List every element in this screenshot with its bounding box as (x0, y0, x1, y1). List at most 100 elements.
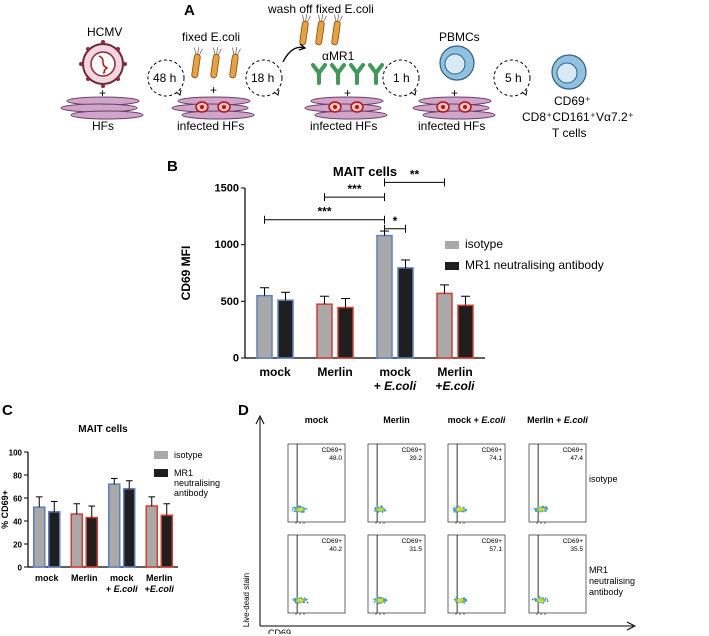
flow-event-dot (377, 596, 379, 598)
washed-ecoli-icon (297, 13, 344, 46)
flow-event-dot (539, 600, 542, 602)
flow-event-dot (380, 505, 383, 507)
flow-event-dot (539, 507, 541, 509)
flow-event-dot (380, 601, 382, 604)
category-label: mock (259, 365, 291, 379)
legend-label: isotype (174, 450, 203, 460)
time-48h-label: 48 h (153, 71, 177, 85)
antibody-icon (311, 63, 384, 85)
flow-event-dot (376, 511, 378, 513)
pbmc-icon (439, 45, 475, 81)
flow-event-dot (455, 510, 458, 512)
flow-event-dot (304, 507, 306, 510)
flow-event-dot (383, 510, 386, 512)
flow-event-dot (541, 510, 543, 512)
flow-event-dot (299, 509, 301, 512)
flow-event-dot (545, 506, 547, 508)
flow-event-dot (458, 507, 460, 509)
gate-label: CD69+ (482, 538, 503, 545)
arrow-head-icon (255, 414, 265, 425)
infected-hfs-label: infected HFs (177, 119, 245, 133)
column-title: mock (305, 415, 330, 425)
flow-event-dot (296, 598, 298, 600)
flow-event-dot (377, 597, 379, 599)
flow-event-dot (458, 508, 460, 510)
flow-event-dot (457, 509, 459, 511)
flow-event-dot (294, 599, 296, 602)
flow-event-dot (297, 598, 300, 600)
flow-event-dot (461, 599, 463, 601)
flow-event-dot (460, 598, 462, 600)
flow-event-dot (383, 598, 385, 600)
flow-event-dot (374, 598, 377, 601)
flow-event-dot (379, 597, 382, 600)
isotype-bar (436, 292, 453, 359)
flow-event-dot (378, 506, 380, 509)
flow-event-dot (298, 509, 300, 511)
flow-event-dot (299, 598, 301, 600)
flow-event-dot (302, 507, 304, 509)
flow-event-dot (374, 598, 377, 600)
flow-event-dot (538, 598, 540, 600)
flow-event-dot (537, 508, 539, 511)
flow-event-dot (456, 509, 459, 511)
panel-d-letter: D (238, 402, 249, 419)
panel-c-letter: C (2, 402, 13, 419)
category-label: +E.coli (435, 379, 475, 393)
flow-event-dot (547, 600, 549, 602)
flow-event-dot (539, 510, 541, 513)
flow-event-dot (381, 507, 383, 509)
flow-event-dot (385, 598, 387, 600)
flow-event-dot (542, 597, 544, 599)
mr1-bar (457, 304, 474, 359)
flow-event-dot (541, 507, 544, 509)
flow-event-dot (455, 506, 457, 508)
flow-event-dot (302, 600, 304, 602)
legend-label: antibody (174, 488, 209, 498)
flow-event-dot (459, 599, 461, 601)
mr1-bar (337, 306, 354, 359)
flow-event-dot (380, 597, 382, 599)
flow-event-dot (376, 598, 378, 600)
hcmv-label: HCMV (87, 25, 123, 39)
mr1-bar (160, 514, 173, 568)
cd69-percent-value: 35.5 (570, 546, 583, 553)
flow-event-dot (458, 509, 460, 512)
flow-event-dot (545, 507, 548, 509)
flow-event-dot (541, 598, 543, 600)
flow-event-dot (546, 508, 548, 510)
flow-event-dot (381, 510, 384, 512)
infected-hf-icon (304, 96, 388, 120)
y-tick-label: 1500 (215, 183, 239, 195)
column-title: mock + E.coli (448, 415, 506, 425)
flow-event-dot (534, 598, 536, 600)
flow-event-dot (379, 510, 382, 513)
flow-event-dot (379, 507, 382, 509)
flow-event-dot (542, 506, 544, 508)
flow-event-dot (296, 507, 298, 509)
flow-event-dot (306, 601, 309, 604)
time-5h-label: 5 h (505, 71, 522, 85)
mr1-bar (123, 488, 136, 568)
flow-event-dot (461, 600, 463, 602)
category-label: Merlin (317, 365, 352, 379)
flow-event-dot (458, 505, 460, 508)
flow-event-dot (463, 507, 465, 510)
significance-label: * (393, 214, 398, 228)
flow-event-dot (455, 601, 458, 604)
flow-event-dot (537, 510, 540, 512)
x-axis-label: CD69 (268, 628, 291, 634)
isotype-bar (70, 513, 83, 568)
flow-event-dot (292, 507, 294, 509)
flow-event-dot (375, 509, 377, 511)
flow-event-dot (544, 510, 546, 512)
flow-event-dot (295, 509, 298, 511)
flow-event-dot (304, 597, 306, 599)
amr1-label: αMR1 (322, 49, 355, 63)
flow-event-dot (295, 508, 298, 510)
flow-event-dot (454, 509, 456, 511)
flow-event-dot (377, 599, 379, 602)
flow-event-dot (374, 507, 376, 510)
